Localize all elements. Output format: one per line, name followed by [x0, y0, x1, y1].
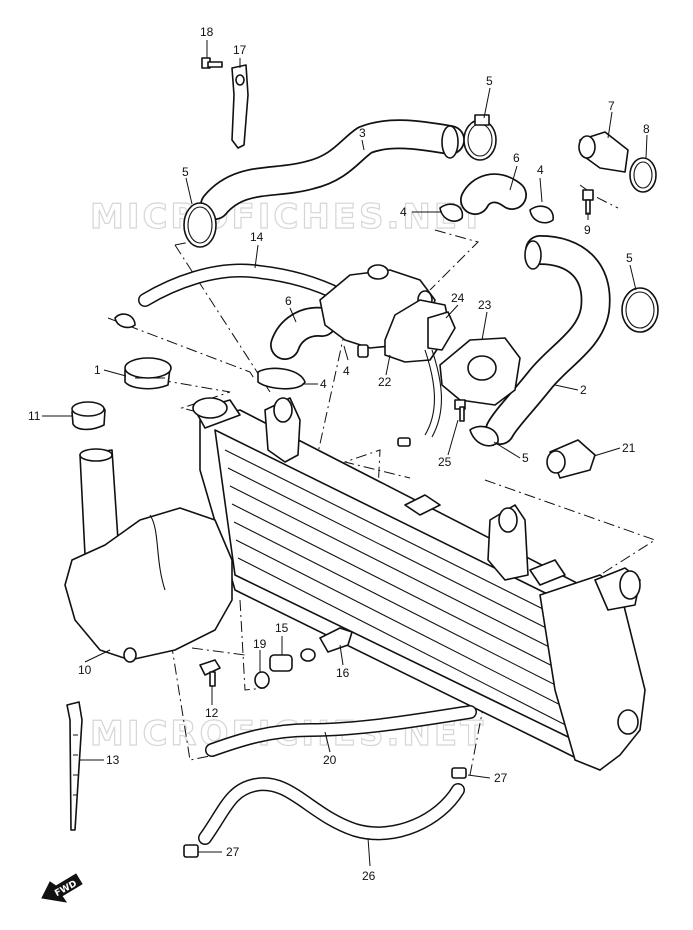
- callout-4-mid: 4: [400, 205, 407, 219]
- callout-4-left: 4: [320, 377, 327, 391]
- callout-17: 17: [233, 43, 247, 57]
- cable-tie-13: [66, 701, 83, 831]
- reservoir-tank-10: [64, 448, 233, 663]
- clip-27: [183, 344, 467, 858]
- bolt-18: [201, 57, 223, 69]
- hose-3: [200, 119, 465, 220]
- callout-5-top: 5: [486, 74, 493, 88]
- callout-8: 8: [643, 122, 650, 136]
- callout-12: 12: [205, 706, 219, 720]
- callout-7: 7: [608, 99, 615, 113]
- callout-11: 11: [28, 409, 41, 423]
- fwd-arrow-icon: FWD: [41, 873, 83, 903]
- fitting-16: [300, 627, 353, 662]
- callout-15: 15: [275, 621, 289, 635]
- hose-20: [205, 705, 477, 757]
- bracket-17: [231, 64, 249, 149]
- bolt-9: [582, 189, 594, 215]
- callout-25: 25: [438, 455, 452, 469]
- hose-26: [198, 777, 465, 845]
- watermark-top: MICROFICHES.NET: [90, 197, 486, 237]
- callout-10: 10: [78, 663, 92, 677]
- bolt-12: [199, 659, 221, 687]
- callout-5-lower: 5: [522, 451, 529, 465]
- callout-9: 9: [584, 223, 591, 237]
- callout-21: 21: [622, 441, 636, 455]
- callout-5-left: 5: [182, 165, 189, 179]
- callout-3: 3: [359, 126, 366, 140]
- leader-lines: [42, 40, 648, 867]
- callout-labels: 18 17 3 5 7 8 6 4 4 9 5 5 14 6 4 4 1 11 …: [28, 25, 650, 883]
- callout-14: 14: [250, 230, 264, 244]
- callout-27-right: 27: [494, 771, 508, 785]
- callout-2: 2: [580, 383, 587, 397]
- reservoir-cap-11: [71, 401, 106, 431]
- radiator: [192, 397, 646, 771]
- callout-18: 18: [200, 25, 214, 39]
- callout-1: 1: [94, 363, 101, 377]
- callout-16: 16: [336, 666, 350, 680]
- radiator-cap-1: [124, 357, 172, 390]
- callout-6-left: 6: [285, 294, 292, 308]
- bushing-19: [254, 671, 270, 689]
- o-ring-8: [629, 157, 657, 193]
- callout-26: 26: [362, 869, 376, 883]
- thermostat-housing: [319, 264, 456, 438]
- grommet-15: [269, 654, 293, 672]
- callout-19: 19: [253, 637, 267, 651]
- thermo-switch-7: [578, 131, 629, 173]
- bolt-25: [454, 399, 466, 422]
- hose-6-lower: [270, 306, 337, 360]
- hose-6-upper: [460, 173, 527, 215]
- hose-2: [485, 235, 611, 445]
- callout-24: 24: [451, 291, 465, 305]
- clamps: [114, 114, 659, 447]
- callout-23: 23: [478, 298, 492, 312]
- callout-20: 20: [323, 753, 337, 767]
- callout-4-top: 4: [537, 163, 544, 177]
- callout-27-left: 27: [226, 845, 240, 859]
- hose-14: [138, 263, 347, 307]
- fan-switch-21: [546, 439, 596, 479]
- callout-5-right: 5: [626, 251, 633, 265]
- callout-4-center: 4: [343, 364, 350, 378]
- callout-22: 22: [378, 375, 392, 389]
- callout-6-top: 6: [513, 151, 520, 165]
- callout-13: 13: [106, 753, 120, 767]
- pump-cover-23: [439, 337, 521, 406]
